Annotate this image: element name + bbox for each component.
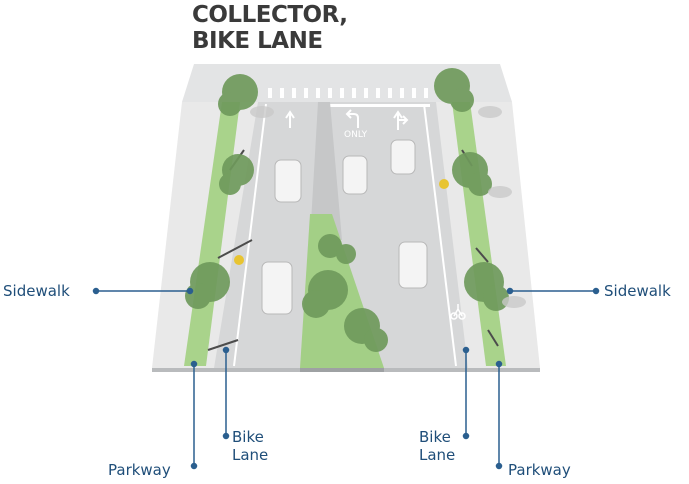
lane-arrows [285,109,409,130]
cyclists [234,179,449,265]
bike-lane-symbol [450,304,466,320]
median-hatched [310,102,342,240]
median-curb [300,368,384,372]
label-bike-lane-left-line2: Lane [232,446,269,464]
crosswalk [268,88,428,98]
label-bike-lane-left: Bike Lane [232,428,268,464]
label-parkway-left: Parkway [108,461,171,479]
cross-street [182,64,512,102]
label-bike-lane-right-line2: Lane [419,446,456,464]
only-road-text: ONLY [344,130,368,140]
stop-bar [330,104,430,107]
bike-lane-lines [233,103,457,367]
diagram-title: COLLECTOR, BIKE LANE [192,2,348,54]
label-bike-lane-right: Bike Lane [419,428,455,464]
cars [261,139,428,315]
leader-lines [92,287,600,470]
trees [185,68,509,352]
title-line-1: COLLECTOR, [192,2,348,28]
label-bike-lane-left-line1: Bike [232,428,264,446]
label-sidewalk-left: Sidewalk [3,282,70,300]
label-bike-lane-right-line1: Bike [419,428,451,446]
label-parkway-right: Parkway [508,461,571,479]
label-sidewalk-right: Sidewalk [604,282,671,300]
title-line-2: BIKE LANE [192,28,323,54]
tree-shadows [250,106,526,308]
